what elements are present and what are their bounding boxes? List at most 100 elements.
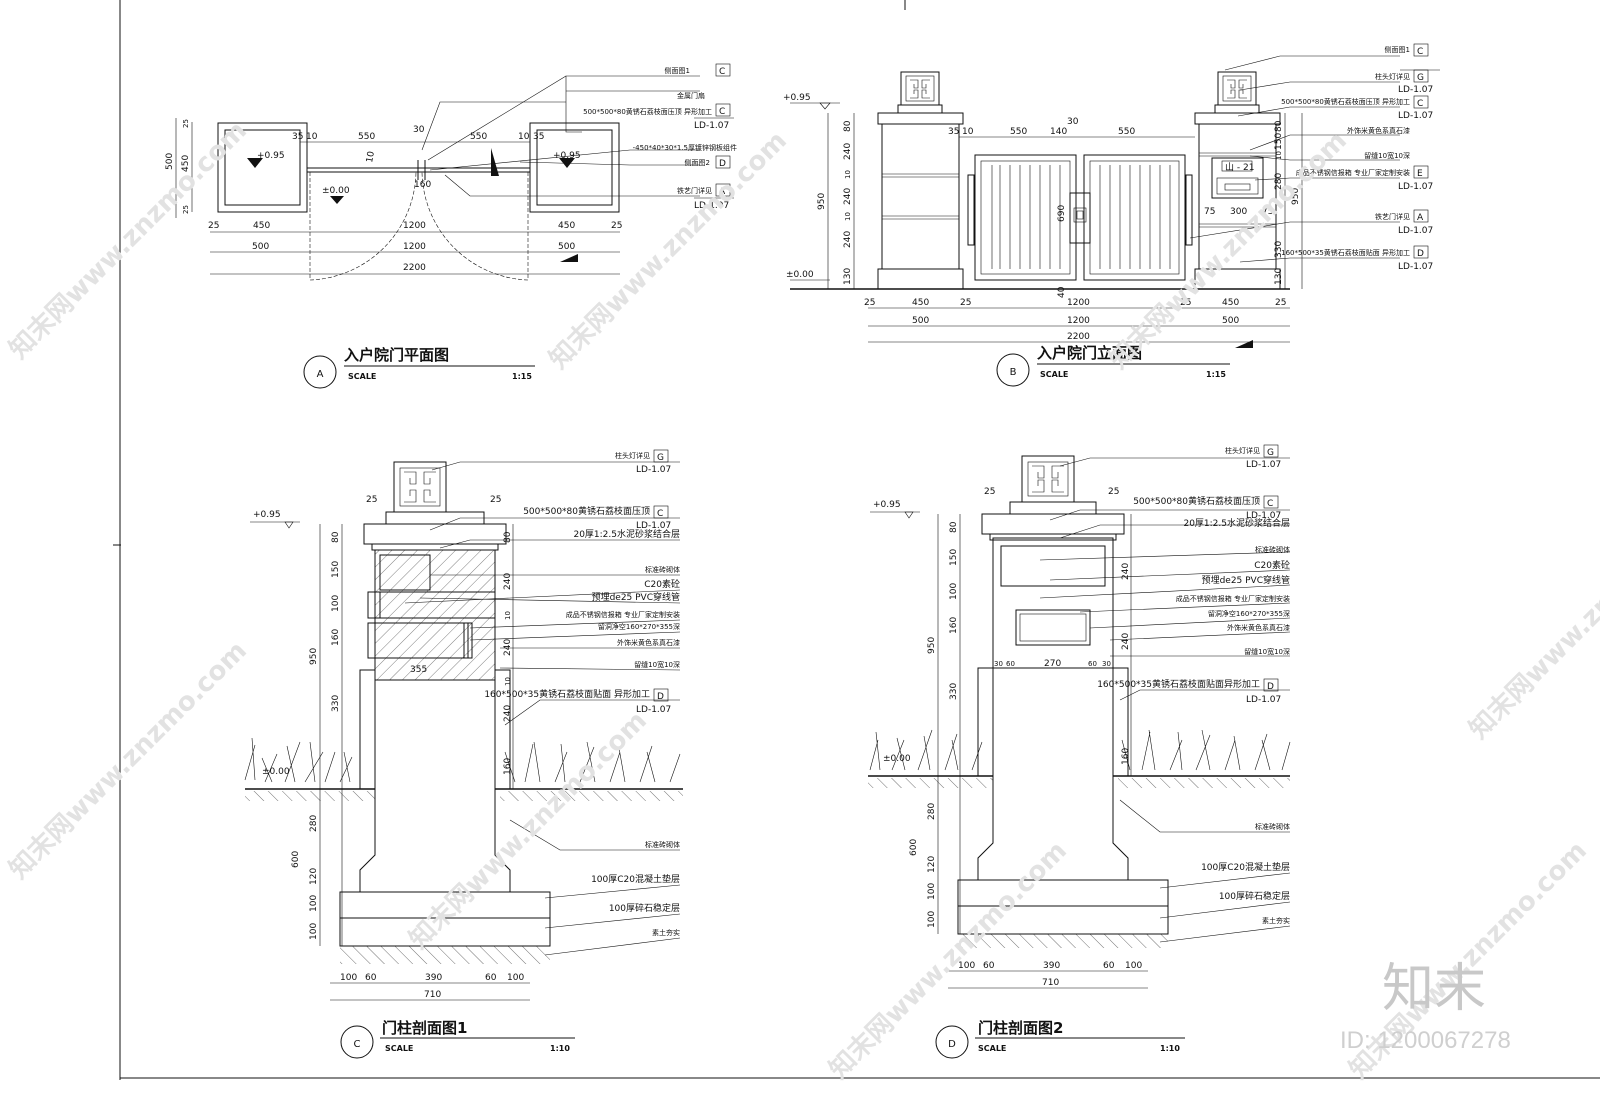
svg-text:240: 240	[1121, 633, 1131, 650]
svg-text:240: 240	[843, 188, 853, 205]
svg-text:柱头灯详见: 柱头灯详见	[1225, 446, 1260, 455]
svg-text:1200: 1200	[403, 242, 426, 252]
svg-text:25: 25	[864, 298, 875, 308]
svg-text:450: 450	[558, 221, 575, 231]
plan-dim-total: 2200	[403, 263, 426, 273]
svg-text:500: 500	[912, 316, 929, 326]
svg-text:1200: 1200	[1067, 316, 1090, 326]
svg-text:10: 10	[844, 212, 852, 221]
svg-text:30: 30	[994, 660, 1003, 668]
svg-text:500*500*80黄锈石荔枝面压顶: 500*500*80黄锈石荔枝面压顶	[523, 505, 650, 517]
svg-text:280: 280	[927, 803, 937, 820]
svg-text:25: 25	[182, 119, 190, 128]
svg-text:240: 240	[843, 231, 853, 248]
svg-text:450: 450	[181, 155, 191, 172]
svg-text:60: 60	[1088, 660, 1097, 668]
svg-text:160*500*35黄锈石荔枝面贴面 异形加工: 160*500*35黄锈石荔枝面贴面 异形加工	[1281, 248, 1410, 257]
svg-text:1200: 1200	[403, 221, 426, 231]
svg-text:390: 390	[1043, 961, 1060, 971]
svg-text:330: 330	[949, 683, 959, 700]
svg-text:160: 160	[1121, 748, 1131, 765]
svg-text:300: 300	[1230, 207, 1247, 217]
section-c-total: 710	[424, 990, 441, 1000]
plan-scale: 1:15	[512, 372, 532, 381]
section-c-note-3: 预埋de25 PVC穿线管	[592, 591, 680, 603]
section-d-found-3: 素土夯实	[1262, 916, 1290, 925]
svg-text:150: 150	[949, 549, 959, 566]
svg-text:D: D	[1267, 682, 1274, 692]
svg-text:25: 25	[182, 205, 190, 214]
section-d-title: 门柱剖面图2	[978, 1019, 1063, 1037]
svg-text:10: 10	[504, 611, 512, 620]
svg-text:100: 100	[949, 583, 959, 600]
section-d-note-1: 标准砖砌体	[1255, 545, 1290, 554]
section-c-callout-veneer: 160*500*35黄锈石荔枝面贴面 异形加工 D LD-1.07	[484, 688, 671, 715]
svg-text:25: 25	[960, 298, 971, 308]
svg-text:330: 330	[331, 695, 341, 712]
svg-text:450: 450	[1222, 298, 1239, 308]
view-letter-a: A	[317, 369, 324, 380]
svg-text:25: 25	[366, 495, 377, 505]
svg-text:500: 500	[1222, 316, 1239, 326]
svg-text:160: 160	[331, 629, 341, 646]
svg-text:60: 60	[1006, 660, 1015, 668]
svg-text:SCALE: SCALE	[978, 1044, 1006, 1053]
plan-callout-iron-gate: 铁艺门详见 A LD-1.07	[677, 183, 734, 211]
section-d-note-6: 外饰米黄色系真石漆	[1227, 623, 1290, 632]
svg-text:100: 100	[927, 911, 937, 928]
section-c-scale: 1:10	[550, 1044, 570, 1053]
svg-text:10: 10	[1275, 151, 1283, 160]
svg-text:950: 950	[927, 637, 937, 654]
svg-text:25: 25	[1108, 487, 1119, 497]
plan-title: 入户院门平面图	[344, 346, 449, 364]
elev-level-ground: ±0.00	[786, 270, 814, 280]
svg-text:10: 10	[504, 677, 512, 686]
svg-text:75: 75	[1204, 207, 1215, 217]
section-c-note-1: 标准砖砌体	[645, 565, 680, 574]
svg-text:LD-1.07: LD-1.07	[1398, 85, 1433, 95]
svg-text:100: 100	[927, 883, 937, 900]
svg-text:25: 25	[490, 495, 501, 505]
svg-text:330: 330	[1274, 241, 1284, 258]
svg-text:G: G	[1267, 448, 1274, 458]
svg-text:侧面图1: 侧面图1	[665, 66, 690, 75]
svg-text:±0.00: ±0.00	[262, 767, 290, 777]
svg-text:120: 120	[927, 856, 937, 873]
svg-text:60: 60	[365, 973, 377, 983]
svg-text:C: C	[719, 107, 725, 117]
section-d-scale: 1:10	[1160, 1044, 1180, 1053]
svg-text:知末网www.znzmo.com: 知末网www.znzmo.com	[544, 126, 793, 375]
svg-text:知末网www.znzmo.com: 知末网www.znzmo.com	[4, 636, 253, 885]
svg-text:35: 35	[948, 127, 959, 137]
svg-text:60: 60	[983, 961, 995, 971]
svg-text:LD-1.07: LD-1.07	[636, 705, 671, 715]
svg-text:1200: 1200	[1067, 298, 1090, 308]
elev-callout-stone-paint: 外饰米黄色系真石漆	[1347, 126, 1410, 135]
svg-text:25: 25	[1275, 298, 1286, 308]
section-c-callout-cap: 500*500*80黄锈石荔枝面压顶 C LD-1.07	[523, 505, 671, 531]
svg-text:LD-1.07: LD-1.07	[636, 465, 671, 475]
svg-text:LD-1.07: LD-1.07	[1246, 695, 1281, 705]
svg-text:100: 100	[309, 923, 319, 940]
elevation-view-b: 山 - 21 +0.95 ±0.00	[783, 43, 1440, 387]
svg-text:100: 100	[340, 973, 357, 983]
section-c-note-6: 外饰米黄色系真石漆	[617, 638, 680, 647]
svg-text:40: 40	[1057, 286, 1067, 298]
svg-text:±0.00: ±0.00	[883, 754, 911, 764]
svg-text:240: 240	[503, 705, 513, 722]
watermark-layer: 知末网www.znzmo.com 知末网www.znzmo.com 知末网www…	[4, 116, 1600, 1085]
svg-text:E: E	[1417, 169, 1423, 179]
svg-text:160: 160	[503, 758, 513, 775]
section-d-note-5: 留洞净空160*270*355深	[1208, 609, 1290, 618]
elev-callout-iron-gate: 铁艺门详见 A LD-1.07	[1375, 209, 1433, 236]
section-view-c: +0.95 ±0.00 80 150 100 160 330 950 280 1…	[244, 449, 683, 1059]
svg-text:侧面图1: 侧面图1	[1385, 45, 1410, 54]
view-letter-d: D	[948, 1039, 956, 1050]
svg-text:355: 355	[410, 665, 427, 675]
view-letter-b: B	[1010, 367, 1017, 378]
svg-text:C: C	[1267, 499, 1273, 509]
section-view-d: +0.95 ±0.00 80 150 100 160 330 950 280 1…	[868, 444, 1291, 1059]
elev-callout-lamp: 柱头灯详见 G LD-1.07	[1375, 69, 1433, 95]
svg-text:SCALE: SCALE	[348, 372, 376, 381]
plan-callout-steel-plate: -450*40*30*1.5厚镀锌钢板组件	[633, 143, 737, 152]
